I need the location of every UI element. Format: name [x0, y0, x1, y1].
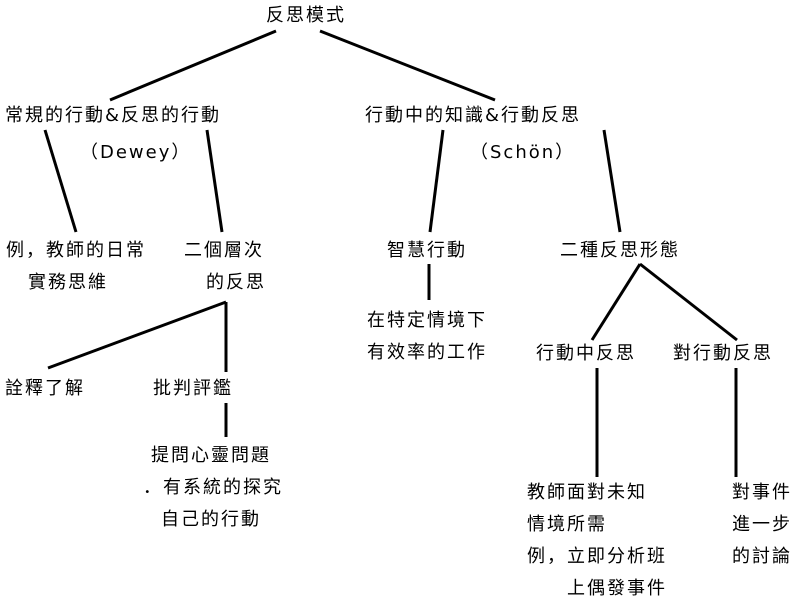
- reflection-on-action-detail: 對事件 進一步 的討論: [732, 482, 792, 568]
- reflection-in-action-node: 行動中反思: [536, 343, 636, 364]
- in-action-detail-line-1: 教師面對未知: [527, 482, 647, 503]
- in-action-detail-line-4: 上偶發事件: [567, 578, 667, 599]
- critique-detail-line-3: 自己的行動: [161, 509, 261, 530]
- wise-action-node: 智慧行動: [387, 240, 467, 261]
- critique-detail-line-1: 提問心靈問題: [151, 445, 271, 466]
- edge-right-wisdom: [428, 129, 445, 233]
- on-action-detail-line-1: 對事件: [732, 482, 792, 503]
- wise-action-detail-line-1: 在特定情境下: [367, 310, 487, 331]
- critique-detail-node: 提問心靈問題 ．有系統的探究 自己的行動: [143, 445, 283, 531]
- left-branch-source: （Dewey）: [80, 142, 192, 163]
- edge-root-left: [109, 29, 277, 102]
- edge-right-two-types: [602, 129, 622, 233]
- critique-detail-line-2: ．有系統的探究: [143, 477, 283, 498]
- on-action-detail-line-3: 的討論: [732, 546, 792, 567]
- interpretation-node: 詮釋了解: [5, 378, 85, 399]
- right-branch-source: （Schön）: [470, 142, 576, 163]
- wise-action-detail-line-2: 有效率的工作: [367, 342, 487, 363]
- on-action-detail-line-2: 進一步: [732, 514, 792, 535]
- edge-types-in-action: [590, 263, 642, 341]
- edge-child-b-interpret: [47, 300, 227, 370]
- two-types-node: 二種反思形態: [560, 240, 680, 261]
- critique-node: 批判評鑑: [153, 378, 233, 399]
- edge-left-child-a: [43, 129, 78, 233]
- in-action-detail-line-3: 例，立即分析班: [527, 546, 667, 567]
- edge-left-child-b: [205, 129, 224, 233]
- right-branch-title: 行動中的知識&行動反思: [365, 105, 582, 126]
- wise-action-detail-node: 在特定情境下 有效率的工作: [367, 310, 487, 364]
- daily-practice-line-1: 例，教師的日常: [6, 240, 146, 261]
- edge-root-right: [319, 29, 496, 102]
- two-levels-node: 二個層次 的反思: [184, 240, 266, 294]
- in-action-detail-line-2: 情境所需: [527, 514, 607, 535]
- two-levels-line-2: 的反思: [206, 272, 266, 293]
- daily-practice-node: 例，教師的日常 實務思維: [6, 240, 146, 294]
- edge-types-on-action: [639, 262, 738, 342]
- reflection-on-action-node: 對行動反思: [673, 343, 773, 364]
- left-branch-title: 常規的行動&反思的行動: [5, 105, 222, 126]
- root-node: 反思模式: [266, 5, 346, 26]
- two-levels-line-1: 二個層次: [184, 240, 264, 261]
- reflection-in-action-detail: 教師面對未知 情境所需 例，立即分析班 上偶發事件: [527, 482, 667, 600]
- daily-practice-line-2: 實務思維: [28, 272, 108, 293]
